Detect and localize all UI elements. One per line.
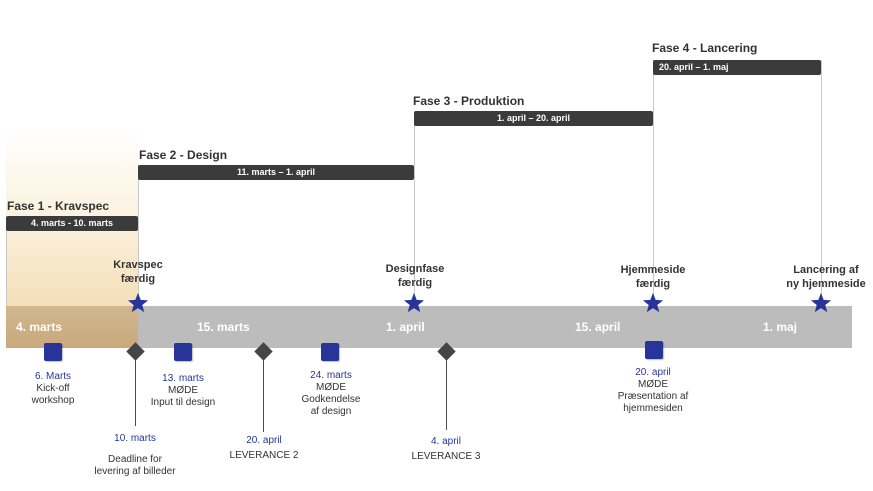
deadline-text: LEVERANCE 3 bbox=[411, 451, 481, 462]
event-date: 6. Marts bbox=[34, 371, 72, 382]
timeline-label-1-maj: 1. maj bbox=[763, 320, 798, 334]
deadline-text: LEVERANCE 2 bbox=[229, 450, 299, 461]
milestone-star-icon bbox=[810, 292, 832, 313]
event-text: Input til design bbox=[150, 397, 216, 408]
deadline-billeder: 10. marts Deadline for levering af bille… bbox=[82, 433, 188, 478]
timeline-label-1-april: 1. april bbox=[386, 320, 425, 334]
deadline-leverance-2: 20. april LEVERANCE 2 bbox=[220, 435, 308, 462]
event-text: MØDE bbox=[168, 385, 198, 396]
event-text: Kick-off bbox=[36, 383, 70, 394]
event-date: 24. marts bbox=[310, 370, 352, 381]
phase-4-right-line bbox=[821, 60, 822, 295]
event-kickoff: 6. Marts Kick-off workshop bbox=[13, 371, 93, 407]
deadline-date: 10. marts bbox=[114, 433, 156, 444]
meeting-square-icon bbox=[174, 343, 192, 361]
event-text: Præsentation af bbox=[617, 391, 689, 402]
event-text: hjemmesiden bbox=[623, 403, 683, 414]
milestone-hjemmeside-label: Hjemmeside færdig bbox=[608, 263, 698, 291]
event-input-design: 13. marts MØDE Input til design bbox=[135, 373, 231, 409]
milestone-star-icon bbox=[642, 292, 664, 313]
deadline-line bbox=[135, 356, 136, 426]
phase-1-dates: 4. marts - 10. marts bbox=[6, 216, 138, 231]
deadline-date: 4. april bbox=[430, 436, 461, 447]
milestone-star-icon bbox=[403, 292, 425, 313]
milestone-hjemmeside-line1: Hjemmeside bbox=[620, 264, 686, 276]
meeting-square-icon bbox=[44, 343, 62, 361]
phase-1-left-line bbox=[6, 218, 7, 306]
milestone-kravspec-line2: færdig bbox=[120, 273, 156, 285]
timeline-label-15-marts: 15. marts bbox=[197, 320, 250, 334]
timeline-bar bbox=[6, 306, 852, 348]
milestone-lancering-label: Lancering af ny hjemmeside bbox=[778, 263, 873, 291]
event-date: 20. april bbox=[635, 367, 671, 378]
event-godkendelse: 24. marts MØDE Godkendelse af design bbox=[285, 370, 377, 418]
deadline-line bbox=[446, 356, 447, 430]
milestone-hjemmeside-line2: færdig bbox=[635, 278, 671, 290]
milestone-star-icon bbox=[127, 292, 149, 313]
deadline-text: levering af billeder bbox=[94, 466, 176, 477]
deadline-leverance-3: 4. april LEVERANCE 3 bbox=[402, 436, 490, 463]
phase-4-dates: 20. april – 1. maj bbox=[653, 60, 821, 75]
phase-1-title: Fase 1 - Kravspec bbox=[7, 199, 110, 213]
milestone-designfase-line2: færdig bbox=[397, 277, 433, 289]
event-text: Godkendelse bbox=[301, 394, 361, 405]
phase-4-title: Fase 4 - Lancering bbox=[652, 41, 758, 55]
milestone-kravspec-line1: Kravspec bbox=[113, 259, 163, 271]
timeline-first-segment bbox=[6, 306, 138, 348]
timeline-label-15-april: 15. april bbox=[575, 320, 621, 334]
phase-3-dates: 1. april – 20. april bbox=[414, 111, 653, 126]
timeline-label-4-marts: 4. marts bbox=[16, 320, 63, 334]
milestone-lancering-line2: ny hjemmeside bbox=[786, 278, 866, 290]
phase-4-left-line bbox=[653, 60, 654, 295]
milestone-kravspec-label: Kravspec færdig bbox=[98, 258, 178, 286]
event-text: MØDE bbox=[638, 379, 668, 390]
event-praesentation: 20. april MØDE Præsentation af hjemmesid… bbox=[603, 367, 703, 415]
milestone-lancering-line1: Lancering af bbox=[793, 264, 859, 276]
milestone-designfase-label: Designfase færdig bbox=[374, 262, 456, 290]
phase-2-dates: 11. marts – 1. april bbox=[138, 165, 414, 180]
phase-2-title: Fase 2 - Design bbox=[139, 148, 228, 162]
spacer bbox=[82, 445, 188, 454]
deadline-date: 20. april bbox=[246, 435, 282, 446]
event-text: af design bbox=[310, 406, 352, 417]
deadline-text: Deadline for bbox=[108, 454, 162, 465]
deadline-line bbox=[263, 356, 264, 432]
event-text: MØDE bbox=[316, 382, 346, 393]
event-text: workshop bbox=[31, 395, 75, 406]
phase-3-title: Fase 3 - Produktion bbox=[413, 94, 525, 108]
event-date: 13. marts bbox=[162, 373, 204, 384]
phase-2-left-line bbox=[138, 165, 139, 306]
meeting-square-icon bbox=[321, 343, 339, 361]
meeting-square-icon bbox=[645, 341, 663, 359]
phase-3-left-line bbox=[414, 112, 415, 295]
milestone-designfase-line1: Designfase bbox=[385, 263, 445, 275]
